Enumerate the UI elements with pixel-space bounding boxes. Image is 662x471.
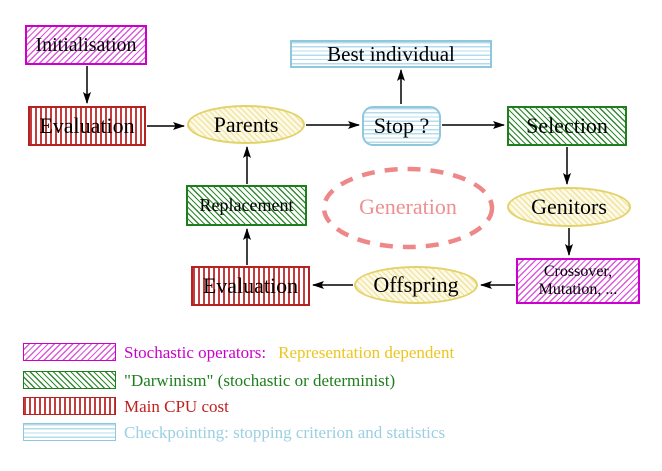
legend-checkpointing-label: Checkpointing: stopping criterion and st… [124, 423, 446, 442]
node-replacement: Replacement [186, 185, 307, 226]
node-best-individual: Best individual [290, 40, 492, 68]
legend-swatch-checkpointing [23, 423, 116, 441]
legend-stochastic-note: Representation dependent [278, 343, 455, 362]
node-evaluation-bottom-label: Evaluation [202, 273, 299, 298]
legend-row-darwinism: "Darwinism" (stochastic or determinist) [124, 371, 395, 390]
legend-darwinism-label: "Darwinism" (stochastic or determinist) [124, 371, 396, 390]
node-stop-label: Stop ? [373, 113, 430, 138]
node-replacement-label: Replacement [199, 195, 294, 215]
node-offspring-label: Offspring [373, 272, 459, 297]
node-evaluation-top: Evaluation [28, 106, 146, 146]
node-evaluation-bottom: Evaluation [191, 266, 310, 306]
node-selection: Selection [507, 106, 627, 146]
node-initialisation: Initialisation [25, 25, 147, 65]
node-selection-label: Selection [526, 113, 608, 138]
node-evaluation-top-label: Evaluation [39, 113, 135, 138]
node-genitors: Genitors [507, 187, 631, 227]
legend-row-cpu: Main CPU cost [124, 397, 229, 416]
node-crossover-line2: Mutation, ... [538, 281, 618, 298]
node-genitors-label: Genitors [531, 194, 607, 219]
legend-cpu-label: Main CPU cost [124, 397, 229, 416]
generation-label: Generation [359, 194, 457, 219]
node-offspring: Offspring [354, 266, 478, 304]
node-parents-label: Parents [213, 111, 279, 137]
legend-swatch-darwinism [23, 371, 116, 389]
node-best-individual-label: Best individual [327, 41, 455, 66]
legend-row-stochastic: Stochastic operators: Representation depe… [124, 343, 454, 362]
node-crossover-line1: Crossover, [543, 262, 613, 280]
legend-stochastic-label: Stochastic operators: [124, 343, 267, 362]
legend-swatch-cpu [23, 397, 116, 415]
node-stop: Stop ? [362, 106, 441, 146]
node-initialisation-label: Initialisation [35, 33, 137, 56]
node-crossover-mutation: Crossover, Mutation, ... [516, 258, 640, 304]
node-parents: Parents [187, 105, 305, 144]
legend-swatch-stochastic [23, 343, 116, 361]
legend-row-checkpointing: Checkpointing: stopping criterion and st… [124, 423, 445, 442]
